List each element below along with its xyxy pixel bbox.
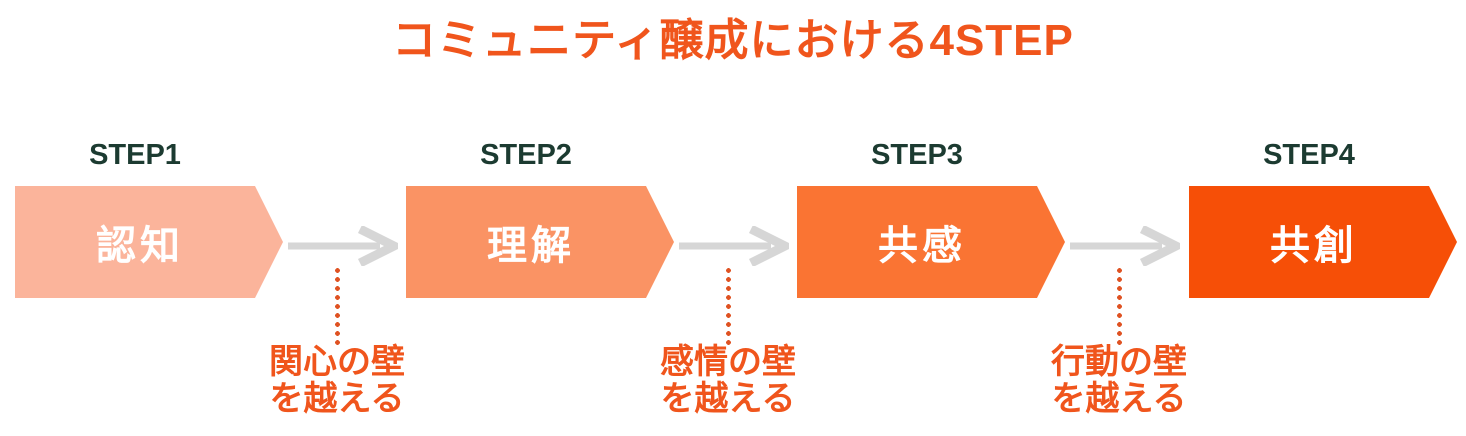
step4-name: 共創 <box>1270 224 1358 268</box>
step-block-3: STEP3 共感 <box>797 138 1065 298</box>
barrier-label-1: 関心の壁 を越える <box>237 344 437 418</box>
barrier-label-2: 感情の壁 を越える <box>628 344 828 418</box>
step-block-1: STEP1 認知 <box>15 138 283 298</box>
step3-chevron: 共感 <box>797 186 1065 298</box>
barrier-label-3: 行動の壁 を越える <box>1019 344 1219 418</box>
diagram-title: コミュニティ醸成における4STEP <box>392 16 1074 65</box>
arrow-right-icon <box>679 226 789 266</box>
barrier-line1: 関心の壁 <box>269 343 405 381</box>
connector-3: 行動の壁 を越える <box>1051 186 1189 436</box>
step4-label: STEP4 <box>1263 139 1355 171</box>
step2-chevron: 理解 <box>406 186 674 298</box>
step-block-2: STEP2 理解 <box>406 138 674 298</box>
barrier-line2: を越える <box>269 380 405 418</box>
barrier-line2: を越える <box>1051 380 1187 418</box>
step3-label: STEP3 <box>871 139 963 171</box>
step1-label: STEP1 <box>89 139 181 171</box>
step-block-4: STEP4 共創 <box>1189 138 1457 298</box>
dotted-connector-icon <box>726 266 731 347</box>
barrier-line1: 行動の壁 <box>1051 343 1187 381</box>
connector-2: 感情の壁 を越える <box>660 186 798 436</box>
step4-chevron: 共創 <box>1189 186 1457 298</box>
step2-label: STEP2 <box>480 139 572 171</box>
barrier-line2: を越える <box>660 380 796 418</box>
arrow-right-icon <box>288 226 398 266</box>
connector-1: 関心の壁 を越える <box>269 186 407 436</box>
dotted-connector-icon <box>335 266 340 347</box>
step1-name: 認知 <box>96 224 184 268</box>
arrow-right-icon <box>1070 226 1180 266</box>
barrier-line1: 感情の壁 <box>660 343 796 381</box>
step3-name: 共感 <box>878 224 966 268</box>
step2-name: 理解 <box>487 224 575 268</box>
step1-chevron: 認知 <box>15 186 283 298</box>
dotted-connector-icon <box>1117 266 1122 347</box>
